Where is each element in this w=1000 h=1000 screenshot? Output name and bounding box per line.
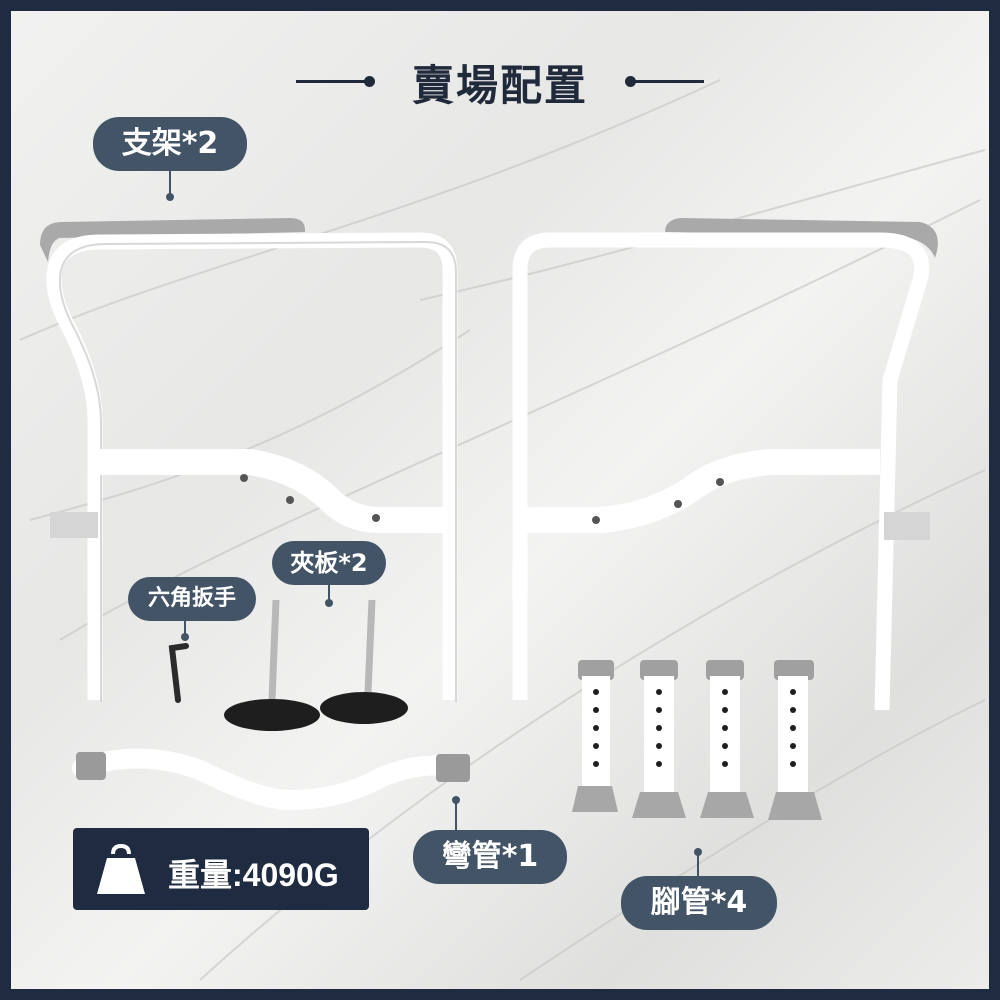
hex-wrench-item — [168, 643, 189, 703]
bent-pipe-label: 彎管*1 — [413, 830, 567, 884]
title-dot-left — [364, 76, 375, 87]
bent-pipe-item — [72, 748, 470, 811]
leg-pipe-items — [572, 660, 822, 820]
bent-pipe-lead-dot — [452, 796, 460, 804]
leg-pipe-lead-dot — [694, 848, 702, 856]
bracket-lead-dot — [166, 193, 174, 201]
title-line-left — [296, 80, 366, 83]
weight-icon — [97, 843, 145, 894]
hex-wrench-label: 六角扳手 — [128, 577, 256, 621]
title-line-right — [634, 80, 704, 83]
hex-wrench-lead — [184, 621, 186, 635]
bracket-lead — [169, 171, 171, 195]
page-title: 賣場配置 — [411, 61, 588, 110]
marble-background — [11, 11, 989, 989]
bracket-label: 支架*2 — [93, 117, 247, 171]
leg-pipe-lead — [697, 852, 699, 876]
leg-pipe-label: 腳管*4 — [621, 876, 777, 930]
weight-box: 重量:4090G — [73, 828, 369, 910]
title-dot-right — [625, 76, 636, 87]
bent-pipe-lead — [455, 800, 457, 830]
clamp-lead — [328, 585, 330, 601]
weight-text: 重量:4090G — [168, 857, 339, 893]
clamp-lead-dot — [325, 599, 333, 607]
clamp-label: 夾板*2 — [272, 541, 386, 585]
right-bracket — [512, 218, 938, 711]
left-bracket — [40, 218, 458, 702]
hex-wrench-lead-dot — [181, 633, 189, 641]
clamp-items — [224, 599, 408, 731]
